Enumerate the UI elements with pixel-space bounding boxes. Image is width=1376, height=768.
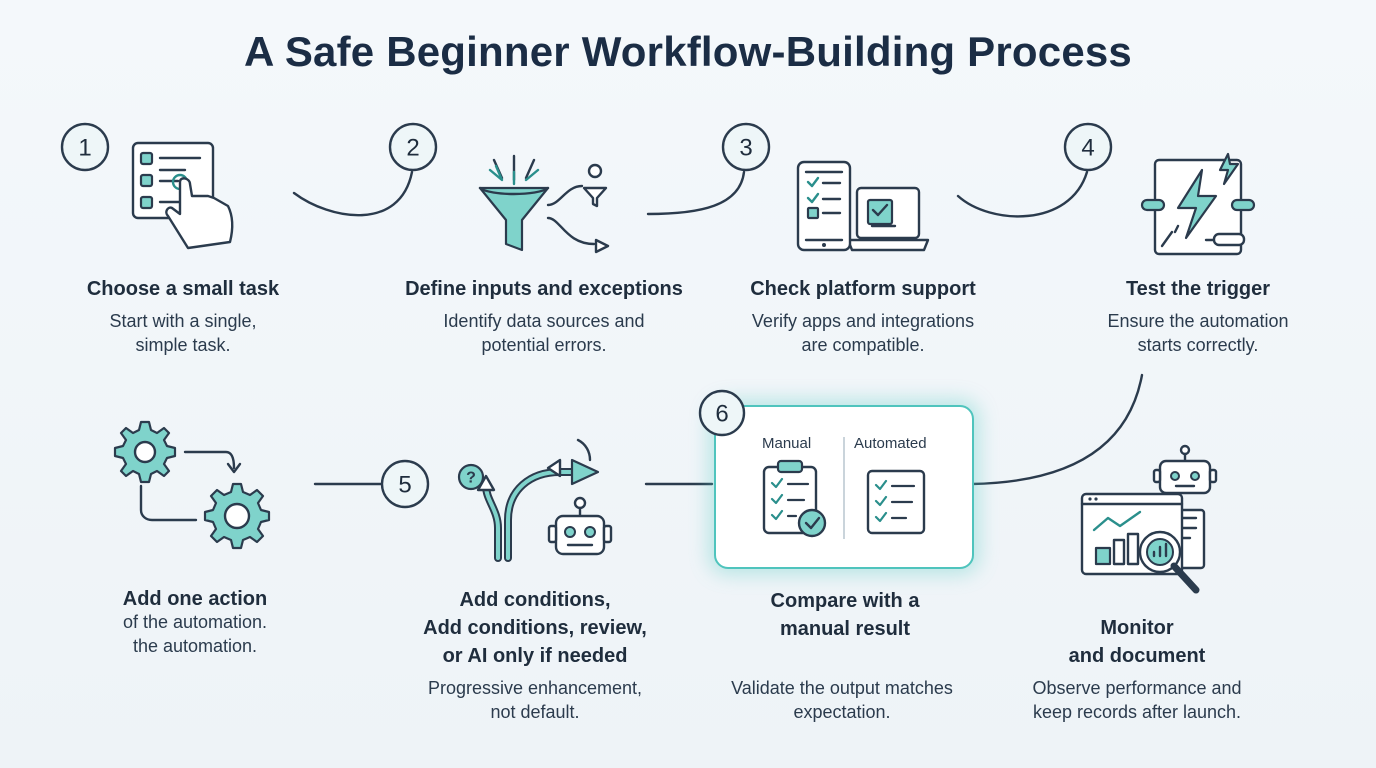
svg-text:3: 3 xyxy=(739,135,752,162)
compare-clipboards-icon xyxy=(762,437,926,539)
step-2-label: Define inputs and exceptions xyxy=(405,278,683,300)
lightning-trigger-icon xyxy=(1140,152,1256,256)
monitor-robot-icon xyxy=(1080,444,1218,594)
gears-icon xyxy=(113,420,271,550)
checklist-pointer-icon xyxy=(131,141,234,250)
step-4-label: Test the trigger xyxy=(1125,278,1271,300)
step-badge-1: 1 xyxy=(60,122,110,172)
step-badge-2: 2 xyxy=(388,122,438,172)
step-add-action-label: Add one action xyxy=(122,588,268,610)
compare-card: Manual Automated xyxy=(714,405,974,569)
svg-text:4: 4 xyxy=(1081,135,1094,162)
step-5-label: Add conditions,Add conditions, review,or… xyxy=(423,589,647,667)
branch-robot-icon: ? xyxy=(457,438,613,562)
svg-text:1: 1 xyxy=(78,135,91,162)
svg-text:6: 6 xyxy=(715,401,728,428)
step-1-desc: Start with a single,simple task. xyxy=(109,311,257,355)
svg-text:5: 5 xyxy=(398,472,411,499)
connector-1-2 xyxy=(292,170,414,217)
step-1-label: Choose a small task xyxy=(86,278,280,300)
funnel-branch-icon xyxy=(478,154,610,254)
step-badge-3: 3 xyxy=(721,122,771,172)
svg-text:2: 2 xyxy=(406,135,419,162)
step-5-desc: Progressive enhancement,not default. xyxy=(427,678,643,722)
step-3-label: Check platform support xyxy=(750,278,976,300)
connector-2-3 xyxy=(646,170,746,216)
step-badge-6: 6 xyxy=(698,389,746,437)
question-mark-glyph: ? xyxy=(466,470,476,487)
step-badge-4: 4 xyxy=(1063,122,1113,172)
connector-4-6 xyxy=(970,373,1144,486)
step-badge-5: 5 xyxy=(380,459,430,509)
page-title: A Safe Beginner Workflow-Building Proces… xyxy=(243,28,1132,75)
devices-icon xyxy=(796,160,930,252)
manual-label: Manual xyxy=(762,435,812,452)
connector-3-4 xyxy=(956,170,1089,218)
connectors xyxy=(292,170,1144,486)
step-add-action-desc: of the automation.the automation. xyxy=(122,612,268,656)
automated-label: Automated xyxy=(854,435,927,452)
